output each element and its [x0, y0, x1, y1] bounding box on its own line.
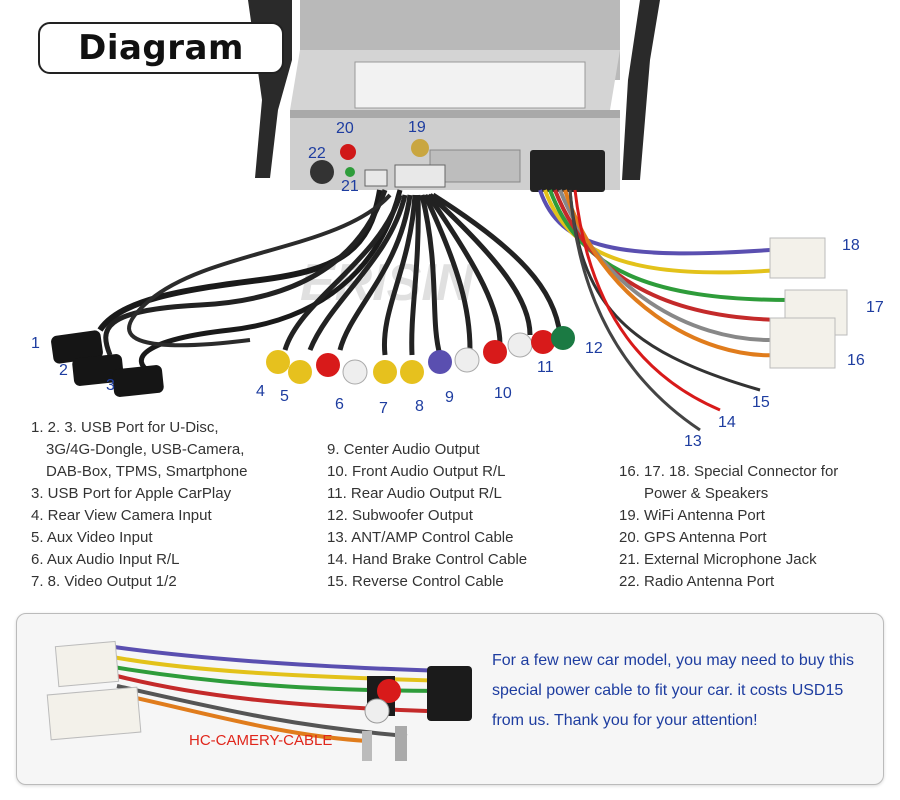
legend-item: 13. ANT/AMP Control Cable — [327, 529, 514, 546]
title-badge: Diagram — [38, 22, 284, 74]
legend-item: 19. WiFi Antenna Port — [619, 507, 765, 524]
legend-item: 3G/4G-Dongle, USB-Camera, — [46, 441, 245, 458]
legend-item: 4. Rear View Camera Input — [31, 507, 212, 524]
legend-item: 6. Aux Audio Input R/L — [31, 551, 180, 568]
note-line: from us. Thank you for your attention! — [492, 712, 758, 729]
callout-8: 8 — [415, 398, 424, 415]
special-cable-box: HC-CAMERY-CABLE For a few new car model,… — [16, 613, 884, 785]
legend-item: 5. Aux Video Input — [31, 529, 153, 546]
callout-15: 15 — [752, 394, 770, 411]
callout-5: 5 — [280, 388, 289, 405]
callout-2: 2 — [59, 362, 68, 379]
legend-item: 20. GPS Antenna Port — [619, 529, 767, 546]
callout-1: 1 — [31, 335, 40, 352]
callout-14: 14 — [718, 414, 736, 431]
callout-7: 7 — [379, 400, 388, 417]
callout-9: 9 — [445, 389, 454, 406]
callout-21: 21 — [341, 178, 359, 195]
legend-item: 11. Rear Audio Output R/L — [327, 485, 502, 502]
legend-column-2: 9. Center Audio Output 10. Front Audio O… — [327, 439, 527, 593]
callout-19: 19 — [408, 119, 426, 136]
callout-11: 11 — [537, 359, 554, 376]
legend-item: Power & Speakers — [644, 485, 769, 502]
callout-12: 12 — [585, 340, 603, 357]
special-cable-note: For a few new car model, you may need to… — [492, 646, 872, 736]
legend-item: 21. External Microphone Jack — [619, 551, 817, 568]
cable-harness-image — [46, 640, 472, 761]
legend-item: 12. Subwoofer Output — [327, 507, 473, 524]
callout-16: 16 — [847, 352, 865, 369]
callout-20: 20 — [336, 120, 354, 137]
legend-item: 14. Hand Brake Control Cable — [327, 551, 528, 568]
callout-4: 4 — [256, 383, 265, 400]
callout-3: 3 — [106, 377, 115, 394]
callout-10: 10 — [494, 385, 512, 402]
callout-22: 22 — [308, 145, 326, 162]
note-line: For a few new car model, you may need to… — [492, 652, 854, 669]
legend-item: 15. Reverse Control Cable — [327, 573, 504, 590]
legend-item: 3. USB Port for Apple CarPlay — [31, 485, 232, 502]
legend-item: 1. 2. 3. USB Port for U-Disc, — [31, 419, 219, 436]
callout-13: 13 — [684, 433, 702, 450]
page-title: Diagram — [78, 28, 244, 68]
cable-model-label: HC-CAMERY-CABLE — [189, 732, 333, 749]
legend-item: DAB-Box, TPMS, Smartphone — [46, 463, 248, 480]
note-line: special power cable to fit your car. it … — [492, 682, 844, 699]
legend-item: 9. Center Audio Output — [327, 441, 480, 458]
legend-item: 16. 17. 18. Special Connector for — [619, 463, 839, 480]
callout-17: 17 — [866, 299, 884, 316]
legend-item: 22. Radio Antenna Port — [619, 573, 775, 590]
legend-item: 7. 8. Video Output 1/2 — [31, 573, 177, 590]
legend-column-1: 1. 2. 3. USB Port for U-Disc, 3G/4G-Dong… — [31, 417, 247, 593]
legend-column-3: 16. 17. 18. Special Connector for Power … — [619, 461, 838, 593]
head-unit-cable-photo: ERISIN — [51, 0, 848, 432]
callout-6: 6 — [335, 396, 344, 413]
callout-18: 18 — [842, 237, 860, 254]
legend-item: 10. Front Audio Output R/L — [327, 463, 506, 480]
